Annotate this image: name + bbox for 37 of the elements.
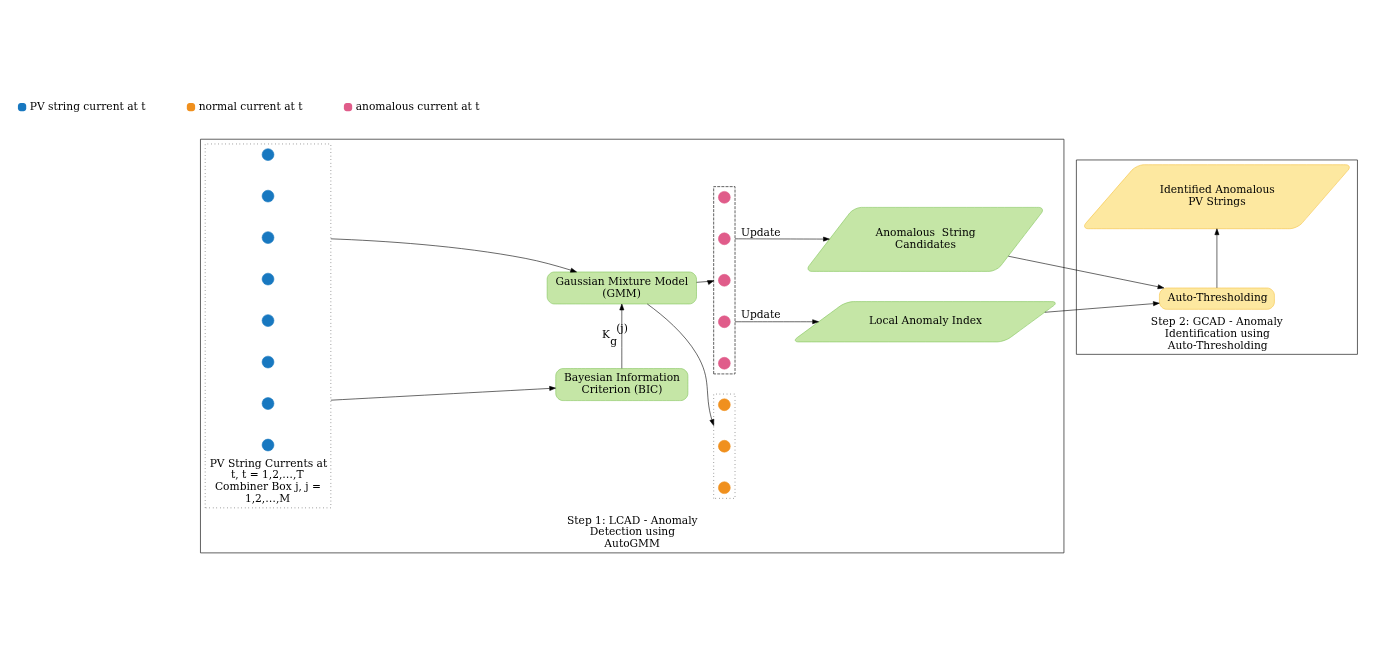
legend-label: anomalous current at t [355, 99, 480, 113]
node-circle [718, 232, 731, 245]
node-circle [718, 190, 731, 204]
arrow [330, 238, 577, 272]
node-circle [718, 356, 731, 369]
node-box: Gaussian Mixture Model (GMM) [546, 271, 697, 304]
node-circle [718, 273, 731, 286]
node-circle [718, 480, 731, 494]
node-circle [718, 439, 731, 452]
node-box: Auto-Thresholding [1159, 287, 1275, 310]
arrow [696, 279, 714, 285]
cluster [713, 185, 736, 374]
node-circle [718, 315, 731, 328]
arrow [734, 318, 819, 324]
node-circle [261, 355, 275, 368]
edge-label: Update [740, 225, 781, 239]
legend-label: normal current at t [198, 99, 303, 113]
cluster [713, 393, 736, 499]
node-circle [261, 438, 275, 451]
node-circle [261, 313, 275, 327]
node-box: Bayesian Information Criterion (BIC) [555, 367, 689, 401]
arrow [330, 385, 556, 400]
node-circle [261, 189, 275, 202]
node-circle [261, 272, 275, 285]
node-circle [718, 398, 731, 411]
cluster: PV String Currents at t, t = 1,2,…,T Combiner Box j, j = 1,2,…,M [204, 143, 332, 508]
arrow [647, 303, 715, 426]
arrow [1044, 300, 1160, 313]
arrow [1008, 255, 1165, 289]
node-circle [261, 396, 275, 410]
node-circle [261, 147, 275, 161]
edge-label: Update [740, 307, 781, 321]
arrow [734, 236, 830, 241]
node-circle [261, 230, 275, 244]
arrow [619, 303, 625, 369]
legend-label: PV string current at t [29, 99, 146, 113]
arrow [1214, 227, 1220, 288]
